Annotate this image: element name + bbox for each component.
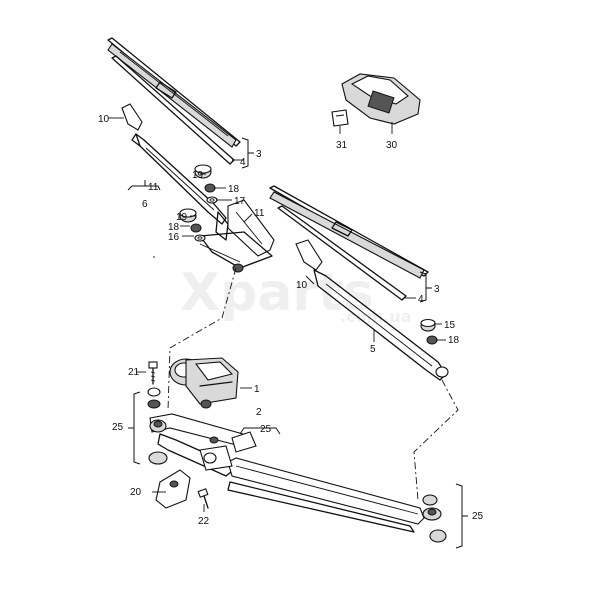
label-part-18-lower: 18 (168, 222, 180, 233)
label-part-10-left: 10 (98, 114, 110, 125)
wiper-blade-left (107, 37, 241, 148)
braces (127, 137, 468, 549)
label-part-2: 2 (256, 407, 262, 418)
nut-18-lower (190, 223, 202, 233)
nut-18-upper (204, 183, 216, 193)
watermark-brand: Xparts (180, 263, 374, 323)
label-part-20: 20 (130, 487, 142, 498)
wiper-rubber-right (277, 205, 407, 301)
label-part-30: 30 (386, 140, 398, 151)
label-part-22: 22 (198, 516, 210, 527)
label-part-10-right: 10 (296, 280, 308, 291)
label-part-11-right: 11 (254, 208, 265, 219)
washer-17 (206, 196, 218, 204)
label-part-25-right: 25 (472, 511, 484, 522)
label-part-19-upper: 19 (192, 170, 204, 181)
label-part-19-lower: 19 (176, 212, 188, 223)
label-part-4-right: 4 (418, 294, 424, 305)
connector-31 (331, 109, 349, 127)
label-part-6: 6 (142, 199, 148, 210)
label-part-3-right: 3 (434, 284, 440, 295)
washer-16 (194, 234, 206, 242)
label-part-25-middle: 25 (260, 424, 272, 435)
wiper-blade-right (269, 185, 429, 279)
label-part-18-upper: 18 (228, 184, 240, 195)
bolt-22 (197, 488, 209, 509)
watermark-domain: .com.ua (340, 307, 412, 326)
leader-lines (108, 117, 446, 512)
label-part-5: 5 (370, 344, 376, 355)
nut-18-right (426, 335, 438, 345)
cover-left (199, 199, 275, 273)
cap-15 (420, 318, 436, 332)
cap-19-upper (194, 164, 212, 179)
label-part-3-left: 3 (256, 149, 262, 160)
fastener-stack-left (147, 387, 161, 409)
wiper-motor (169, 357, 239, 409)
label-part-4-left: 4 (240, 157, 246, 168)
label-part-16: 16 (168, 232, 180, 243)
label-part-15: 15 (444, 320, 456, 331)
sensor-30 (341, 73, 421, 125)
label-part-21: 21 (128, 367, 140, 378)
wiper-arm-left (121, 103, 229, 241)
wiper-arm-right (295, 239, 449, 381)
label-part-18-right: 18 (448, 335, 460, 346)
cap-19-lower (179, 208, 197, 223)
label-part-25-left: 25 (112, 422, 124, 433)
connection-lines (153, 256, 459, 501)
label-part-17: 17 (234, 196, 246, 207)
label-part-11-left: 11 (148, 182, 159, 193)
bracket-20 (155, 469, 191, 509)
label-part-1: 1 (254, 384, 260, 395)
part-labels: 10 3 4 19 18 17 11 6 19 18 16 11 31 30 1… (98, 114, 484, 527)
bolt-21 (148, 361, 158, 385)
wiper-linkage (148, 413, 447, 543)
label-part-31: 31 (336, 140, 348, 151)
